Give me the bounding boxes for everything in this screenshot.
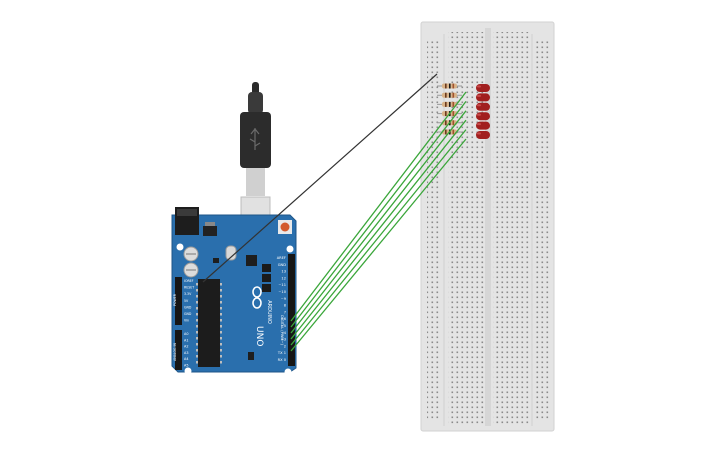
- power-pin-label: RESET: [184, 286, 194, 290]
- digital-pin-label: TX 1: [277, 351, 286, 355]
- power-header: [175, 277, 182, 325]
- led: [476, 84, 490, 92]
- small-component: [213, 258, 219, 263]
- digital-pin-labels: AREF GND 13 12 ~11 ~10 ~9 8 7 ~6 ~5 4 ~3 2 TX 1 RX 0: [277, 256, 287, 362]
- power-pin-label: 3.3V: [184, 292, 192, 296]
- voltage-regulator: [203, 226, 217, 236]
- resistor-group: [437, 83, 462, 135]
- arduino-brand-text: ARDUINO: [266, 300, 272, 324]
- signal-wire: [290, 138, 467, 352]
- mounting-hole: [284, 368, 292, 376]
- digital-pin-label: 13: [281, 270, 286, 274]
- usb-chip: [246, 255, 257, 266]
- digital-pin-label: 7: [284, 310, 286, 314]
- analog-header: [175, 330, 182, 370]
- digital-pin-label: ~6: [281, 317, 287, 321]
- digital-header: [288, 254, 295, 366]
- digital-pin-label: RX 0: [278, 358, 287, 362]
- breadboard-center-channel: [485, 28, 491, 426]
- digital-pin-label: ~9: [281, 297, 287, 301]
- digital-pin-label: AREF: [277, 256, 286, 260]
- power-pin-labels: IOREF RESET 3.3V 5V GND GND Vin: [184, 279, 194, 323]
- resistor: [437, 83, 462, 89]
- infinity-logo-icon: [252, 286, 262, 309]
- analog-pin-label: A2: [184, 345, 188, 349]
- signal-wire: [290, 129, 467, 346]
- analog-side-label: ANALOG IN: [173, 343, 177, 361]
- led: [476, 121, 490, 130]
- digital-pin-label: GND: [278, 263, 286, 267]
- breadboard-power-rail-right: [535, 40, 549, 420]
- analog-pin-label: A0: [184, 332, 188, 336]
- power-pin-label: IOREF: [184, 279, 194, 283]
- analog-pin-label: A4: [184, 357, 188, 361]
- digital-pin-label: 4: [284, 331, 287, 335]
- analog-pin-label: A5: [184, 364, 188, 368]
- led: [476, 112, 490, 121]
- led: [476, 93, 490, 102]
- mounting-hole: [184, 367, 192, 375]
- analog-pin-label: A1: [184, 338, 188, 342]
- mounting-hole: [286, 245, 294, 253]
- digital-pin-label: ~3: [281, 338, 286, 342]
- signal-wire: [290, 119, 467, 340]
- digital-pin-label: 12: [281, 276, 286, 280]
- breadboard-terminal-right: [493, 32, 529, 424]
- digital-pin-label: ~11: [278, 283, 286, 287]
- usb-plug-metal: [246, 168, 265, 196]
- breadboard: [420, 21, 555, 432]
- digital-pin-label: 2: [284, 344, 286, 348]
- digital-pin-label: 8: [284, 304, 287, 308]
- power-pin-label: GND: [184, 305, 192, 309]
- arduino-board: ARDUINO UNO DIGITAL (PWM~) POWER ANALOG …: [171, 207, 297, 376]
- ground-wire: [202, 73, 438, 283]
- reset-button: [280, 222, 290, 232]
- digital-pin-label: ~5: [281, 324, 286, 328]
- power-side-label: POWER: [173, 293, 177, 306]
- usb-cable-strain-relief: [248, 92, 263, 114]
- atmega-microcontroller: [198, 279, 220, 367]
- power-pin-label: Vin: [184, 319, 189, 323]
- led-group: [476, 84, 490, 139]
- resistor: [437, 101, 462, 107]
- breadboard-power-rail-left: [427, 40, 441, 420]
- signal-wire: [290, 91, 467, 322]
- analog-pin-label: A3: [184, 351, 188, 355]
- arduino-model-text: UNO: [254, 326, 264, 346]
- led: [476, 102, 490, 111]
- wire-group: [290, 91, 467, 352]
- digital-side-label: DIGITAL (PWM~): [280, 315, 284, 345]
- digital-pin-label: ~10: [278, 290, 286, 294]
- power-pin-label: 5V: [184, 299, 189, 303]
- mounting-hole: [176, 243, 184, 251]
- resistor: [437, 92, 462, 98]
- icsp-header: [262, 264, 271, 292]
- power-pin-label: GND: [184, 312, 192, 316]
- led: [476, 131, 490, 139]
- signal-wire: [290, 110, 467, 334]
- small-component: [248, 352, 254, 360]
- usb-cable-icon: [240, 82, 271, 236]
- usb-plug-symbol-icon: [249, 128, 261, 150]
- signal-wire: [290, 101, 467, 328]
- dc-power-jack-top: [177, 209, 197, 216]
